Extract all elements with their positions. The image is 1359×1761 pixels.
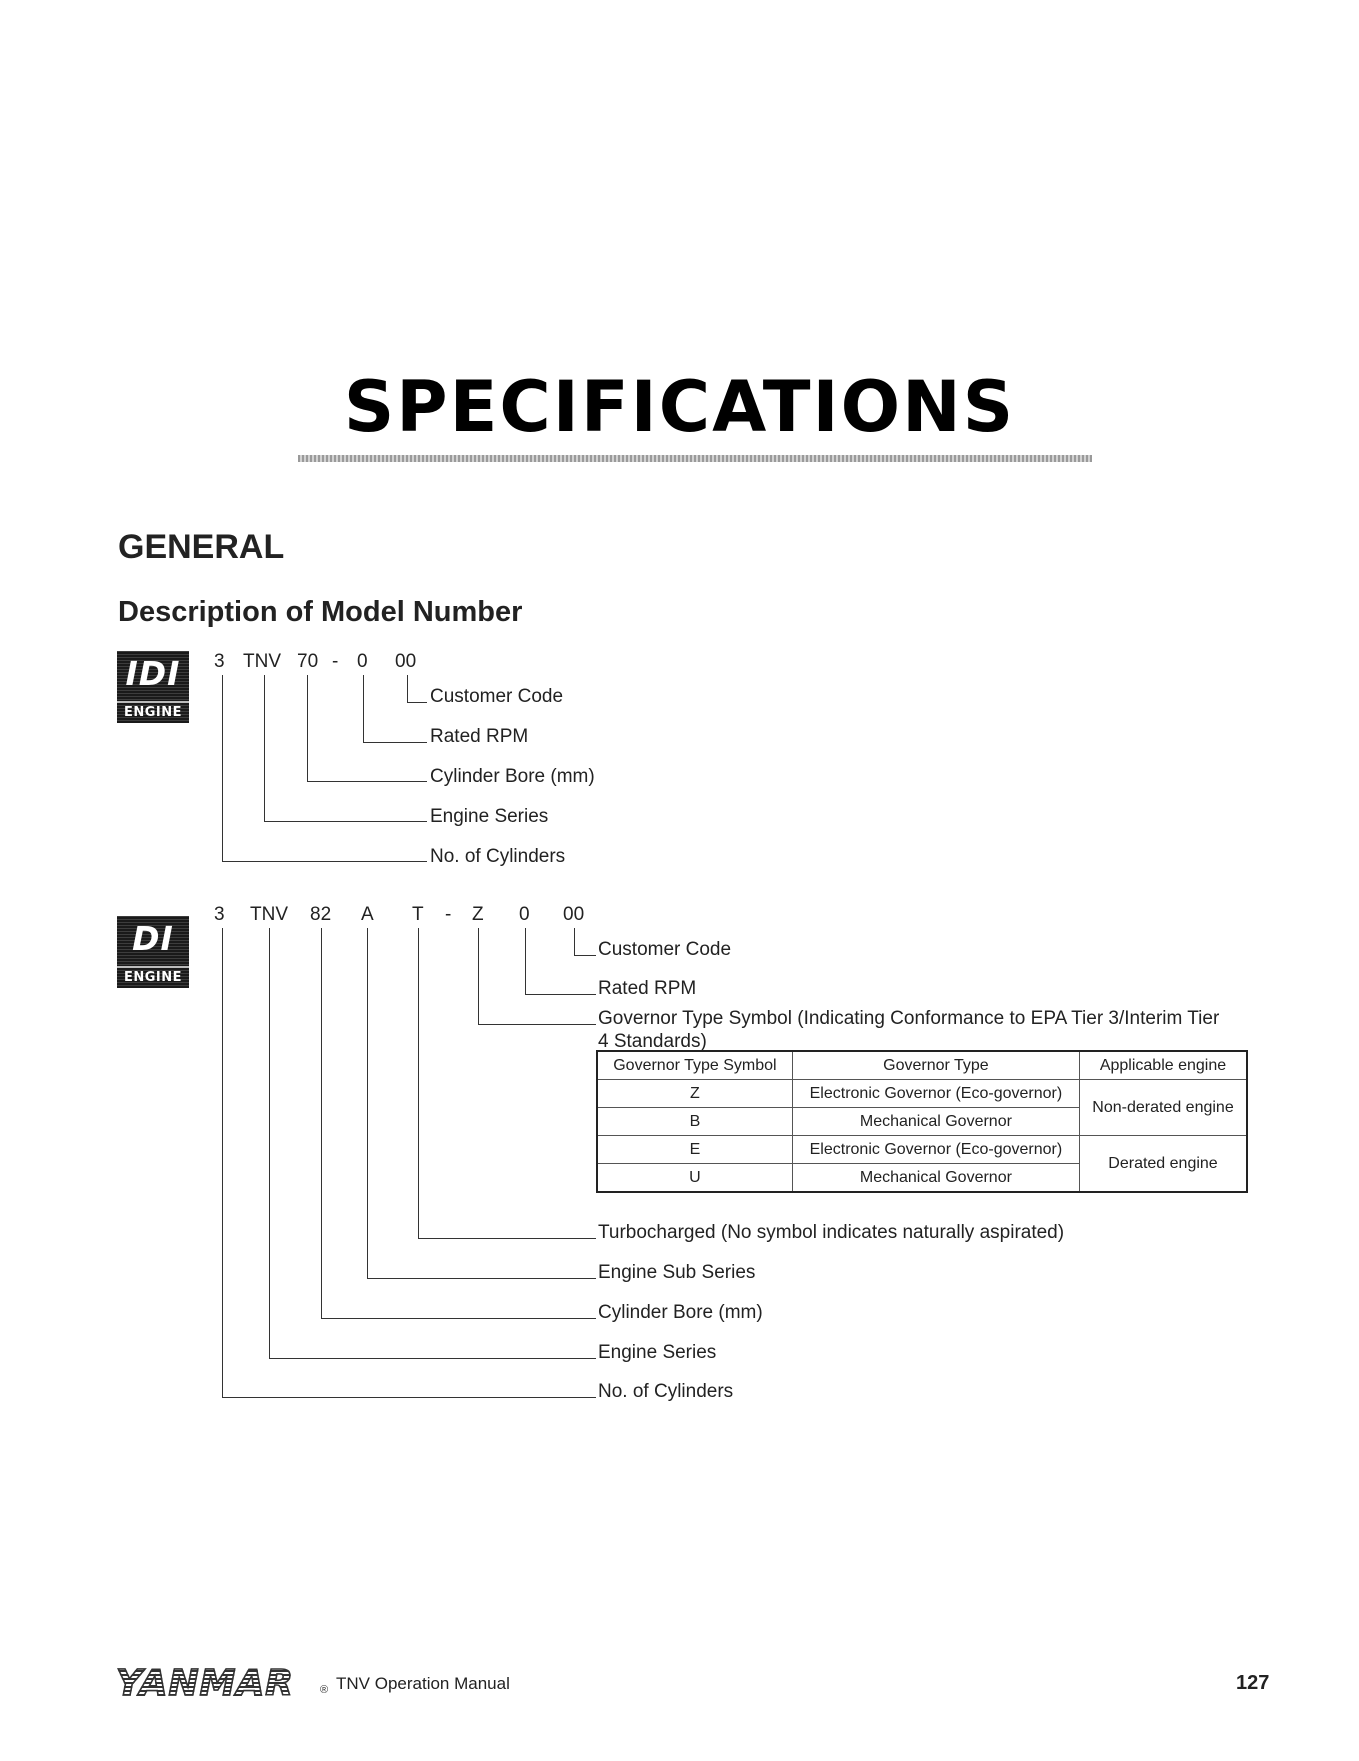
di-code-bore: 82 — [310, 904, 332, 925]
di-label-cylinder-bore: Cylinder Bore (mm) — [598, 1302, 763, 1323]
cell-symbol: B — [596, 1107, 793, 1136]
di-code-dash: - — [445, 904, 452, 925]
header-governor-symbol: Governor Type Symbol — [596, 1050, 793, 1080]
di-badge-subtext: ENGINE — [117, 966, 189, 985]
idi-code-rpm: 0 — [357, 651, 368, 672]
idi-code-dash: - — [332, 651, 339, 672]
di-code-series: TNV — [250, 904, 288, 925]
governor-type-table: Governor Type Symbol Governor Type Appli… — [596, 1050, 1248, 1193]
di-label-no-cylinders: No. of Cylinders — [598, 1381, 734, 1402]
idi-code-series: TNV — [243, 651, 281, 672]
subsection-heading: Description of Model Number — [118, 596, 523, 628]
cell-type: Mechanical Governor — [791, 1163, 1081, 1193]
section-heading: GENERAL — [118, 528, 285, 566]
idi-engine-icon: IDI ENGINE — [117, 651, 189, 723]
header-applicable-engine: Applicable engine — [1079, 1050, 1248, 1080]
di-code-customer: 00 — [563, 904, 585, 925]
di-code-turbo: T — [412, 904, 424, 925]
idi-label-no-cylinders: No. of Cylinders — [430, 846, 566, 867]
di-label-engine-sub-series: Engine Sub Series — [598, 1262, 756, 1283]
cell-symbol: Z — [596, 1079, 793, 1108]
idi-badge-subtext: ENGINE — [117, 701, 189, 720]
page-title: SPECIFICATIONS — [343, 366, 1016, 448]
di-badge-text: DI — [132, 919, 174, 958]
cell-applicable: Non-derated engine — [1079, 1079, 1248, 1136]
page-number: 127 — [1236, 1672, 1270, 1694]
table-row: Z Electronic Governor (Eco-governor) Non… — [596, 1079, 1248, 1136]
idi-label-engine-series: Engine Series — [430, 806, 549, 827]
yanmar-logo: YANMAR — [115, 1662, 295, 1705]
idi-label-cylinder-bore: Cylinder Bore (mm) — [430, 766, 595, 787]
idi-code-customer: 00 — [395, 651, 417, 672]
cell-type: Electronic Governor (Eco-governor) — [791, 1135, 1081, 1164]
cell-type: Electronic Governor (Eco-governor) — [791, 1079, 1081, 1108]
di-label-turbocharged: Turbocharged (No symbol indicates natura… — [598, 1222, 1065, 1243]
di-label-governor-type: Governor Type Symbol (Indicating Conform… — [598, 1008, 1220, 1029]
idi-label-rated-rpm: Rated RPM — [430, 726, 529, 747]
di-engine-icon: DI ENGINE — [117, 916, 189, 988]
di-label-engine-series: Engine Series — [598, 1342, 717, 1363]
cell-applicable: Derated engine — [1079, 1135, 1248, 1193]
di-code-rpm: 0 — [519, 904, 530, 925]
registered-mark: ® — [320, 1684, 329, 1696]
di-code-cylinders: 3 — [214, 904, 225, 925]
cell-type: Mechanical Governor — [791, 1107, 1081, 1136]
table-row: U Mechanical Governor — [596, 1163, 1247, 1193]
cell-symbol: U — [596, 1163, 793, 1193]
cell-symbol: E — [596, 1135, 793, 1164]
di-label-governor-type-cont: 4 Standards) — [598, 1031, 707, 1052]
di-label-rated-rpm: Rated RPM — [598, 978, 697, 999]
di-label-customer-code: Customer Code — [598, 939, 732, 960]
di-code-governor: Z — [472, 904, 484, 925]
idi-label-customer-code: Customer Code — [430, 686, 564, 707]
di-code-sub-series: A — [361, 904, 374, 925]
table-row: E Electronic Governor (Eco-governor) Der… — [596, 1135, 1248, 1193]
table-header-row: Governor Type Symbol Governor Type Appli… — [596, 1050, 1248, 1080]
idi-badge-text: IDI — [125, 654, 181, 693]
title-underline — [298, 455, 1092, 462]
idi-code-bore: 70 — [297, 651, 319, 672]
idi-code-cylinders: 3 — [214, 651, 225, 672]
footer-manual-title: TNV Operation Manual — [336, 1674, 510, 1693]
header-governor-type: Governor Type — [791, 1050, 1081, 1080]
